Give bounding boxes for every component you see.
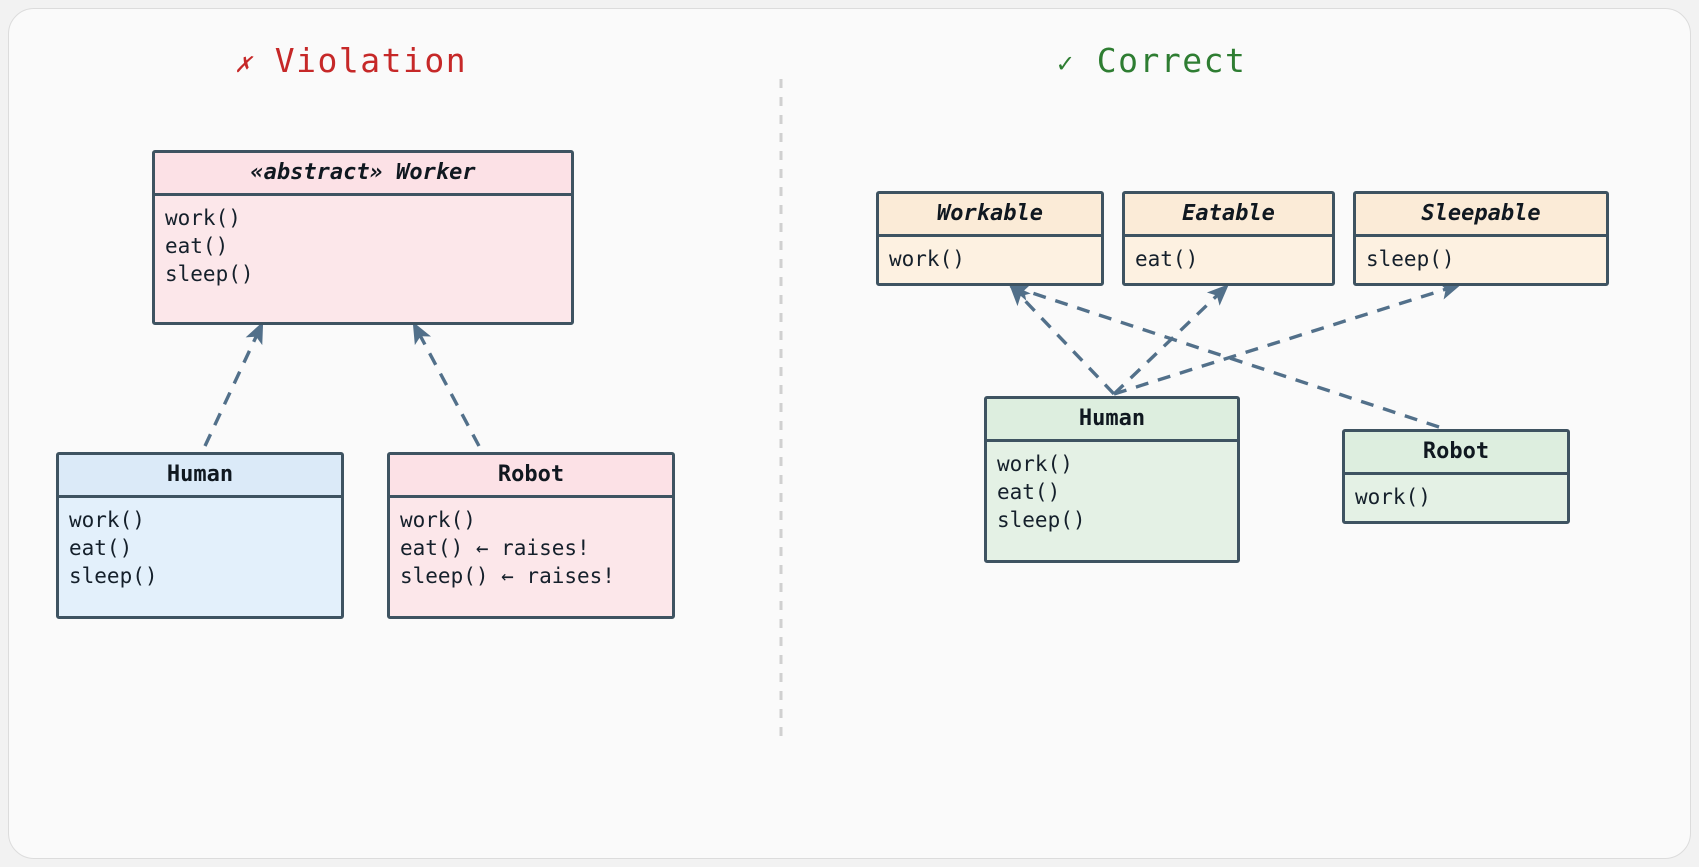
method-item: eat() (997, 479, 1061, 504)
panel-title-violation: ✗ Violation (235, 41, 467, 80)
class-box-human-correct-methods: work() eat() sleep() (987, 442, 1237, 541)
class-box-sleepable-methods: sleep() (1356, 237, 1606, 280)
class-box-robot-violation-methods: work() eat() ← raises! sleep() ← raises! (390, 498, 672, 597)
panel-title-violation-label: Violation (274, 41, 468, 80)
class-box-worker-title: «abstract» Worker (155, 153, 571, 196)
class-box-eatable-methods: eat() (1125, 237, 1332, 280)
class-box-robot-correct-methods: work() (1345, 475, 1567, 518)
method-item: work() (165, 206, 241, 230)
class-box-worker-methods: work() eat() sleep() (155, 196, 571, 295)
class-box-sleepable-title: Sleepable (1356, 194, 1606, 237)
method-item: sleep() (1366, 247, 1455, 271)
class-box-sleepable[interactable]: Sleepable sleep() (1353, 191, 1609, 286)
method-item: eat() (69, 535, 133, 560)
method-item: sleep() (997, 507, 1086, 532)
relation-human-right-to-sleepable (1113, 281, 1462, 396)
class-box-human-correct[interactable]: Human work() eat() sleep() (984, 396, 1240, 563)
class-box-human-violation-methods: work() eat() sleep() (59, 498, 341, 597)
cross-icon: ✗ (235, 48, 253, 79)
class-box-human-violation[interactable]: Human work() eat() sleep() (56, 452, 344, 619)
panel-title-correct: ✓ Correct (1057, 41, 1246, 80)
class-box-workable[interactable]: Workable work() (876, 191, 1104, 286)
method-item: work() (69, 508, 145, 532)
check-icon: ✓ (1057, 48, 1075, 79)
class-box-eatable[interactable]: Eatable eat() (1122, 191, 1335, 286)
method-item: sleep() (165, 261, 254, 286)
relation-human-right-to-workable (1009, 284, 1116, 396)
class-box-robot-violation[interactable]: Robot work() eat() ← raises! sleep() ← r… (387, 452, 675, 619)
relation-robot-left-to-worker (412, 321, 481, 447)
method-item: work() (889, 247, 965, 271)
class-box-robot-correct[interactable]: Robot work() (1342, 429, 1570, 524)
relation-robot-right-to-workable (1008, 283, 1440, 429)
class-box-worker[interactable]: «abstract» Worker work() eat() sleep() (152, 150, 574, 325)
method-item: sleep() ← raises! (400, 563, 615, 588)
method-item: eat() (165, 233, 229, 258)
class-box-human-correct-title: Human (987, 399, 1237, 442)
class-box-human-violation-title: Human (59, 455, 341, 498)
class-box-robot-correct-title: Robot (1345, 432, 1567, 475)
class-box-robot-violation-title: Robot (390, 455, 672, 498)
panel-title-correct-label: Correct (1096, 41, 1247, 80)
class-box-workable-title: Workable (879, 194, 1101, 237)
class-box-eatable-title: Eatable (1125, 194, 1332, 237)
connector-layer (203, 79, 1462, 745)
class-box-workable-methods: work() (879, 237, 1101, 280)
method-item: work() (400, 508, 476, 532)
method-item: eat() (1135, 247, 1199, 271)
relation-human-left-to-worker (203, 321, 264, 447)
method-item: work() (997, 452, 1073, 476)
method-item: eat() ← raises! (400, 535, 590, 560)
method-item: sleep() (69, 563, 158, 588)
diagram-card: ✗ Violation ✓ Correct «abstract» Worker wo… (8, 8, 1691, 859)
method-item: work() (1355, 485, 1431, 509)
